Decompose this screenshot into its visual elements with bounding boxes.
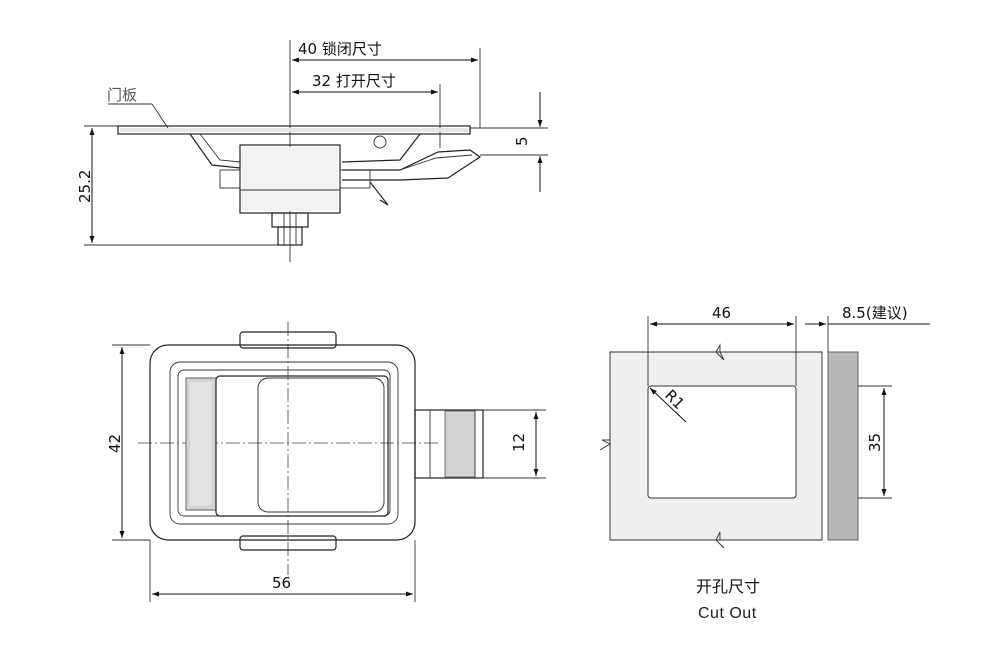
dim-thickness-label: 5 <box>513 136 531 146</box>
dim-height-label: 25.2 <box>76 170 94 203</box>
dim-open-label: 32 打开尺寸 <box>312 72 396 90</box>
dim-lock-label: 40 锁闭尺寸 <box>298 40 382 58</box>
cutout-dim-width: 46 <box>712 304 731 322</box>
cutout-caption-en: Cut Out <box>698 605 757 622</box>
flange-plate <box>117 125 471 135</box>
panel-thickness <box>827 351 859 541</box>
handle <box>342 149 482 181</box>
front-dim-width: 56 <box>272 574 291 592</box>
front-dim-height: 42 <box>106 434 124 453</box>
panel-label: 门板 <box>107 86 137 104</box>
front-dim-bolt: 12 <box>510 433 528 452</box>
cutout-caption-cn: 开孔尺寸 <box>696 577 760 596</box>
front-bolt <box>414 409 484 479</box>
side-view: 40 锁闭尺寸 32 打开尺寸 25.2 5 门板 <box>76 40 548 262</box>
cutout-hole <box>647 385 797 499</box>
cutout-view: 46 8.5(建议) R1 35 开孔尺寸 Cut Out <box>599 304 930 622</box>
front-handle-plate <box>215 375 389 517</box>
cutout-dim-panel: 8.5(建议) <box>842 304 908 322</box>
cutout-dim-height: 35 <box>866 433 884 452</box>
front-view: 42 56 12 <box>106 322 546 602</box>
